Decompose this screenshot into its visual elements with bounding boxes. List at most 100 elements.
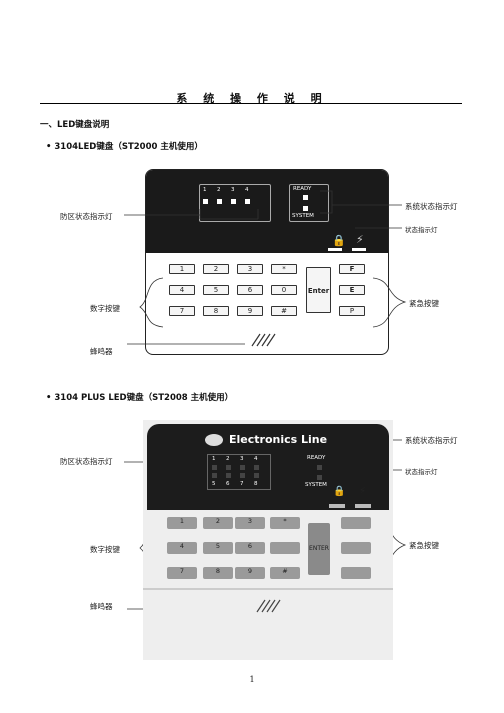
- fire-key[interactable]: F: [339, 264, 365, 274]
- lock-icon: 🔒: [333, 486, 346, 497]
- title-rule: [40, 103, 462, 104]
- zone-led: [212, 465, 217, 470]
- status-led: [352, 248, 366, 251]
- zone-number: 1: [212, 456, 216, 462]
- key-2[interactable]: 2: [203, 264, 229, 274]
- zone-led: [217, 199, 222, 204]
- keypad-3104-led: 1 2 3 4 READY SYSTEM 🔒 ⚡ 1 2 3 * 4 5 6 0…: [145, 169, 389, 355]
- key-1[interactable]: 1: [167, 517, 197, 529]
- key-3[interactable]: 3: [237, 264, 263, 274]
- ready-label: READY: [293, 186, 312, 192]
- emergency-keys-label: 紧急按键: [409, 299, 439, 308]
- system-led-label: 系统状态指示灯: [405, 436, 458, 445]
- emergency-key[interactable]: E: [339, 285, 365, 295]
- zone-number: 4: [245, 187, 249, 193]
- panic-key[interactable]: P: [339, 306, 365, 316]
- zone-number: 2: [226, 456, 230, 462]
- zone-led: [254, 473, 259, 478]
- system-led-panel: READY SYSTEM: [289, 184, 329, 222]
- zone-number: 4: [254, 456, 258, 462]
- zone-led-label: 防区状态指示灯: [60, 212, 113, 221]
- zone-led: [203, 199, 208, 204]
- key-2[interactable]: 2: [203, 517, 233, 529]
- zone-led-label: 防区状态指示灯: [60, 457, 113, 466]
- key-9[interactable]: 9: [235, 567, 265, 579]
- zone-number: 2: [217, 187, 221, 193]
- buzzer-grille: [256, 599, 281, 613]
- ready-led: [303, 195, 308, 200]
- zone-number: 6: [226, 481, 230, 487]
- zone-led: [240, 473, 245, 478]
- keypad-3104-plus-led: Electronics Line 1 2 3 4 5 6 7 8 READY S…: [143, 420, 393, 660]
- key-8[interactable]: 8: [203, 567, 233, 579]
- status-led-label: 状态指示灯: [405, 468, 438, 476]
- ready-led: [317, 465, 322, 470]
- key-3[interactable]: 3: [235, 517, 265, 529]
- system-led: [303, 206, 308, 211]
- divider: [143, 588, 393, 590]
- keypad2-heading: • 3104 PLUS LED键盘（ST2008 主机使用）: [46, 393, 234, 403]
- numeric-keys-label: 数字按键: [90, 545, 120, 554]
- brand-name: Electronics Line: [229, 433, 328, 446]
- key-0[interactable]: 0: [271, 285, 297, 295]
- ready-label: READY: [307, 455, 326, 461]
- key-1[interactable]: 1: [169, 264, 195, 274]
- page-title: 系 统 操 作 说 明: [176, 92, 328, 105]
- key-star[interactable]: *: [270, 517, 300, 529]
- zone-number: 1: [203, 187, 207, 193]
- zone-led: [212, 473, 217, 478]
- zone-number: 3: [240, 456, 244, 462]
- key-6[interactable]: 6: [237, 285, 263, 295]
- emergency-key[interactable]: [341, 542, 371, 554]
- key-hash[interactable]: #: [270, 567, 300, 579]
- zone-led: [231, 199, 236, 204]
- buzzer-label: 蜂鸣器: [90, 347, 113, 356]
- buzzer-grille: [251, 333, 276, 347]
- zone-number: 7: [240, 481, 244, 487]
- key-hash[interactable]: #: [271, 306, 297, 316]
- zone-number: 8: [254, 481, 258, 487]
- key-7[interactable]: 7: [167, 567, 197, 579]
- zone-led: [226, 465, 231, 470]
- keypad1-top-panel: 1 2 3 4 READY SYSTEM 🔒 ⚡: [146, 170, 388, 253]
- brand-logo-icon: [205, 434, 223, 446]
- key-7[interactable]: 7: [169, 306, 195, 316]
- status-led: [328, 248, 342, 251]
- key-0[interactable]: [270, 542, 300, 554]
- zone-led-panel: 1 2 3 4 5 6 7 8: [207, 454, 271, 490]
- status-led-label: 状态指示灯: [405, 226, 438, 234]
- system-label: SYSTEM: [305, 482, 327, 488]
- enter-key[interactable]: ENTER: [308, 523, 330, 575]
- page-number: 1: [249, 675, 255, 684]
- key-9[interactable]: 9: [237, 306, 263, 316]
- key-5[interactable]: 5: [203, 285, 229, 295]
- keypad2-top-panel: Electronics Line 1 2 3 4 5 6 7 8 READY S…: [147, 424, 389, 510]
- zone-led: [254, 465, 259, 470]
- key-4[interactable]: 4: [169, 285, 195, 295]
- key-4[interactable]: 4: [167, 542, 197, 554]
- zone-led: [240, 465, 245, 470]
- system-led: [317, 475, 322, 480]
- buzzer-label: 蜂鸣器: [90, 602, 113, 611]
- status-led: [329, 504, 345, 508]
- zone-number: 3: [231, 187, 235, 193]
- key-8[interactable]: 8: [203, 306, 229, 316]
- zone-led-panel: 1 2 3 4: [199, 184, 271, 222]
- panic-key[interactable]: [341, 567, 371, 579]
- key-6[interactable]: 6: [235, 542, 265, 554]
- key-5[interactable]: 5: [203, 542, 233, 554]
- emergency-keys-label: 紧急按键: [409, 541, 439, 550]
- enter-key[interactable]: Enter: [306, 267, 331, 313]
- zone-led: [226, 473, 231, 478]
- fire-key[interactable]: [341, 517, 371, 529]
- power-icon: ⚡: [359, 486, 367, 497]
- power-icon: ⚡: [356, 233, 364, 246]
- system-led-label: 系统状态指示灯: [405, 202, 458, 211]
- lock-icon: 🔒: [332, 234, 346, 247]
- numeric-keys-label: 数字按键: [90, 304, 120, 313]
- section-heading: 一、LED键盘说明: [40, 120, 110, 130]
- zone-led: [245, 199, 250, 204]
- system-label: SYSTEM: [292, 213, 314, 219]
- zone-number: 5: [212, 481, 216, 487]
- key-star[interactable]: *: [271, 264, 297, 274]
